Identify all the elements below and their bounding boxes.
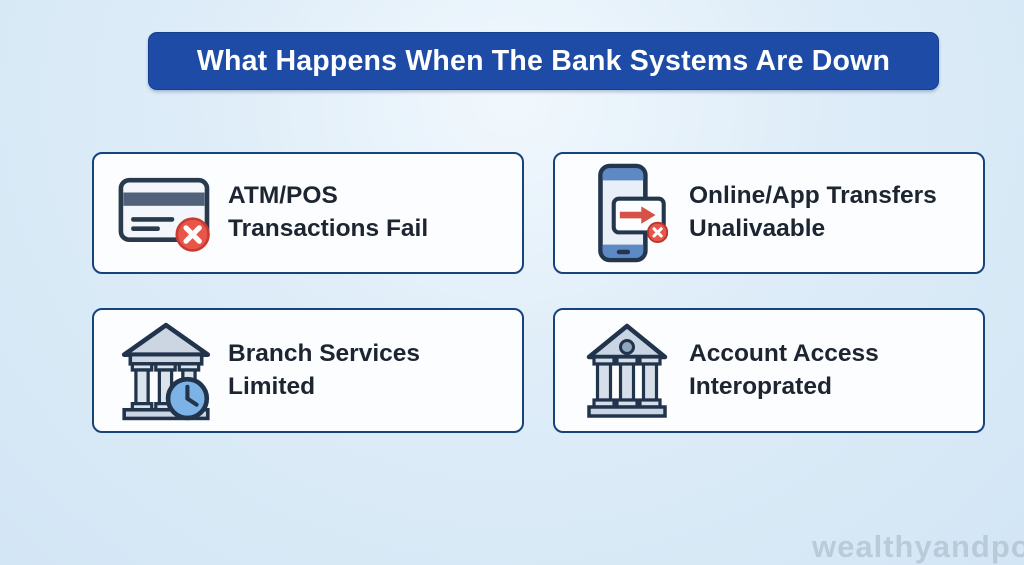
card-label: Account Access Interoprated xyxy=(689,339,879,400)
credit-card-declined-icon xyxy=(118,177,210,252)
mobile-transfer-blocked-icon xyxy=(598,163,668,263)
bank-building-icon xyxy=(586,323,668,418)
card-icon-wrap xyxy=(110,320,222,422)
card-account-access: Account Access Interoprated xyxy=(553,308,985,433)
bank-clock-icon xyxy=(121,322,211,420)
card-icon-wrap xyxy=(110,172,222,254)
card-label: Online/App Transfers Unalivaable xyxy=(689,182,937,242)
card-atm-pos: ATM/POS Transactions Fail xyxy=(92,152,524,274)
card-label: Branch Services Limited xyxy=(228,339,421,400)
card-label: ATM/POS Transactions Fail xyxy=(228,182,429,242)
watermark-text: wealthyandpo xyxy=(812,529,1024,564)
card-online-transfers: Online/App Transfers Unalivaable xyxy=(553,152,985,274)
card-branch-services: Branch Services Limited xyxy=(92,308,524,433)
card-icon-wrap xyxy=(571,321,683,421)
page-title: What Happens When The Bank Systems Are D… xyxy=(196,44,891,77)
title-banner: What Happens When The Bank Systems Are D… xyxy=(148,32,939,90)
card-icon-wrap xyxy=(571,162,683,264)
